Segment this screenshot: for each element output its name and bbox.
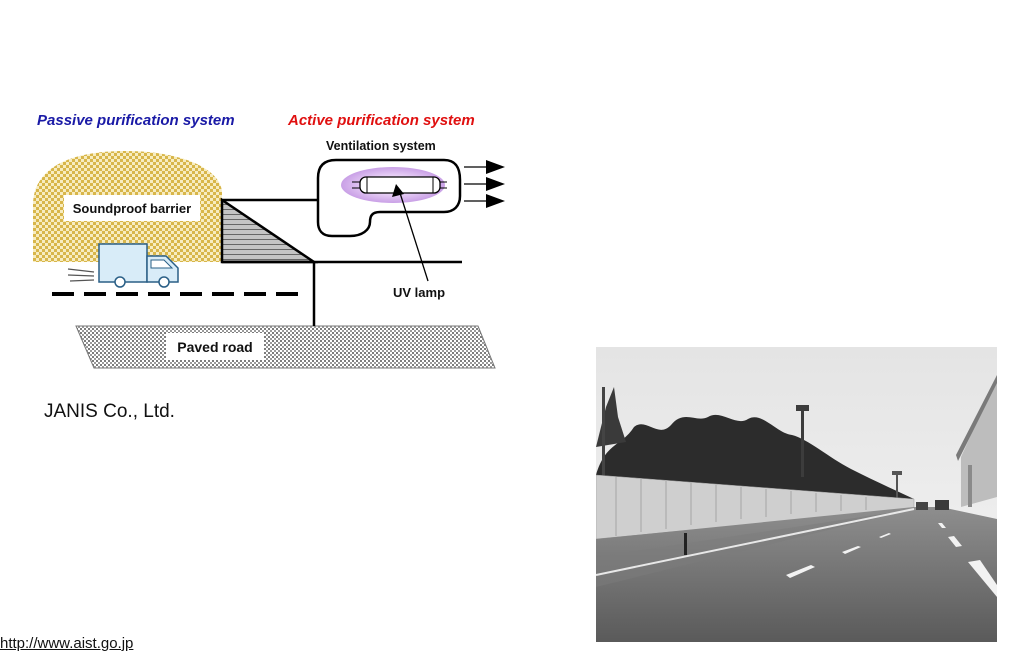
soundproof-barrier-label: Soundproof barrier (73, 201, 191, 216)
credit-text: JANIS Co., Ltd. (44, 401, 175, 422)
soundproof-barrier-label-box (64, 195, 200, 221)
paved-road (75, 325, 496, 369)
ventilation-system-label: Ventilation system (326, 139, 436, 153)
uv-lamp-pointer (399, 192, 429, 282)
passive-system-label: Passive purification system (37, 112, 235, 129)
uv-lamp-pointer-head (392, 184, 404, 197)
uv-lamp-label: UV lamp (393, 285, 445, 300)
exhaust-arrows-icon (464, 160, 505, 208)
paved-road-label: Paved road (177, 339, 252, 355)
uv-lamp-icon (352, 176, 447, 194)
paved-road-label-box (166, 333, 264, 360)
roadside-wedge (220, 197, 319, 264)
highway-photo (596, 347, 997, 642)
source-link[interactable]: http://www.aist.go.jp (0, 635, 134, 652)
active-system-label: Active purification system (287, 112, 475, 129)
truck-icon (67, 243, 179, 288)
